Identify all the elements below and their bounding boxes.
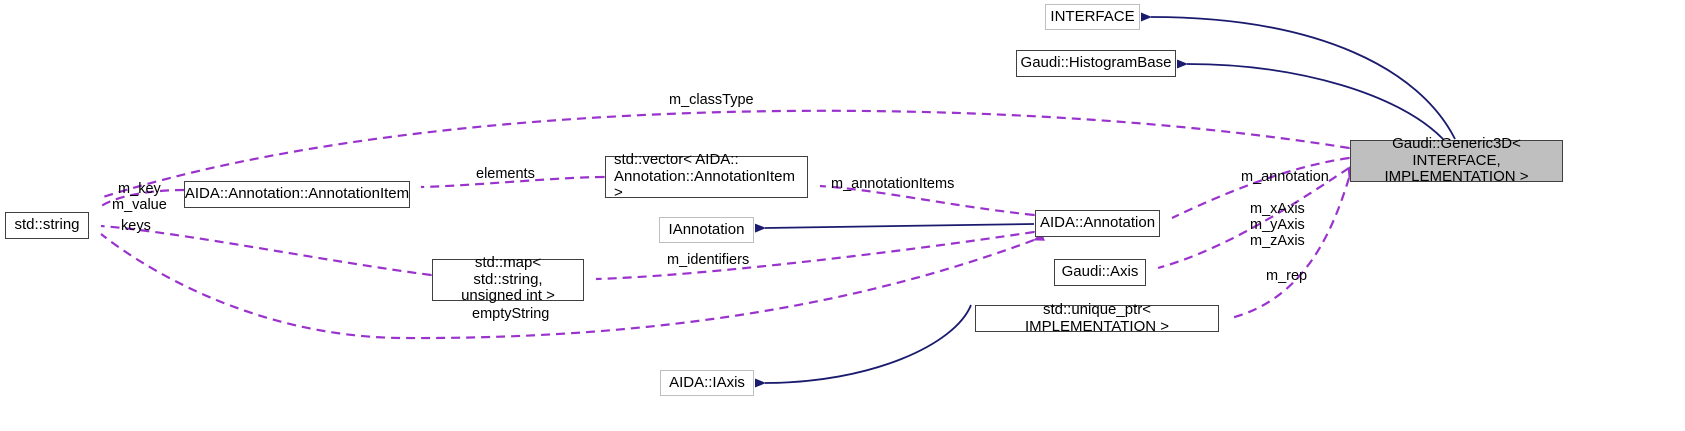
node-aida-iaxis[interactable]: AIDA::IAxis [660, 370, 754, 396]
inheritance-edges [754, 12, 1456, 388]
node-label: INTERFACE [1050, 7, 1135, 25]
node-std-string[interactable]: std::string [5, 212, 89, 239]
node-gaudi-generic3d[interactable]: Gaudi::Generic3D< INTERFACE, IMPLEMENTAT… [1350, 135, 1563, 185]
edge-label-m-axes: m_xAxis m_yAxis m_zAxis [1250, 201, 1305, 250]
node-label: std::vector< AIDA:: Annotation::Annotati… [614, 150, 795, 202]
edge-annotation-emptystring-to-string [100, 232, 1045, 340]
node-std-vector-annotationitem[interactable]: std::vector< AIDA:: Annotation::Annotati… [605, 151, 808, 201]
usage-edges [99, 109, 1360, 340]
node-gaudi-histogrambase[interactable]: Gaudi::HistogramBase [1016, 50, 1176, 77]
node-std-map-string-uint[interactable]: std::map< std::string, unsigned int > [432, 254, 584, 304]
node-aida-annotation[interactable]: AIDA::Annotation [1035, 210, 1160, 237]
edge-annotation-identifiers-to-map [595, 226, 1045, 281]
node-label: Gaudi::Axis [1061, 263, 1139, 281]
node-label: AIDA::Annotation::AnnotationItem [184, 185, 410, 203]
node-label: Gaudi::Generic3D< INTERFACE, IMPLEMENTAT… [1384, 134, 1529, 186]
edge-label-emptystring: emptyString [472, 306, 550, 322]
node-label: AIDA::IAxis [669, 373, 745, 391]
node-std-unique-ptr-implementation[interactable]: std::unique_ptr< IMPLEMENTATION > [975, 301, 1219, 334]
edge-label-m-annotationitems: m_annotationItems [831, 176, 955, 192]
node-interface[interactable]: INTERFACE [1045, 4, 1140, 30]
edge-label-m-classtype: m_classType [669, 92, 754, 108]
edge-generic3d-axes-to-axis [1157, 158, 1360, 270]
node-label: std::map< std::string, unsigned int > [461, 253, 555, 305]
node-gaudi-axis[interactable]: Gaudi::Axis [1054, 259, 1146, 286]
edge-generic3d-rep-to-uniqueptr [1230, 167, 1357, 320]
edge-axis-to-iaxis [754, 304, 972, 388]
node-label: std::string [14, 216, 80, 234]
node-label: Gaudi::HistogramBase [1020, 54, 1172, 72]
edge-label-m-rep: m_rep [1266, 268, 1308, 284]
edge-annotation-items-to-vector [819, 184, 1045, 221]
edge-label-keys: keys [121, 218, 151, 234]
edge-label-elements: elements [476, 166, 535, 182]
edge-label-m-key-m-value: m_key m_value [112, 181, 167, 214]
edge-vector-elements-to-annotationitem [420, 172, 615, 189]
node-iannotation[interactable]: IAnnotation [659, 217, 754, 243]
edge-generic3d-to-interface [1140, 12, 1456, 140]
edge-annotationitem-key-to-string [99, 185, 195, 208]
node-label: std::unique_ptr< IMPLEMENTATION > [1024, 300, 1170, 335]
node-aida-annotation-annotationitem[interactable]: AIDA::Annotation::AnnotationItem [184, 181, 410, 208]
edge-generic3d-classtype-to-string [99, 109, 1360, 200]
edge-label-m-identifiers: m_identifiers [667, 252, 750, 268]
edge-label-m-annotation: m_annotation [1241, 169, 1329, 185]
node-label: IAnnotation [668, 220, 745, 238]
node-label: AIDA::Annotation [1039, 214, 1156, 232]
edge-generic3d-annotation-to-annotation [1171, 152, 1360, 219]
edge-annotation-to-iannotation [754, 223, 1035, 233]
edge-generic3d-to-histogrambase [1176, 59, 1444, 140]
